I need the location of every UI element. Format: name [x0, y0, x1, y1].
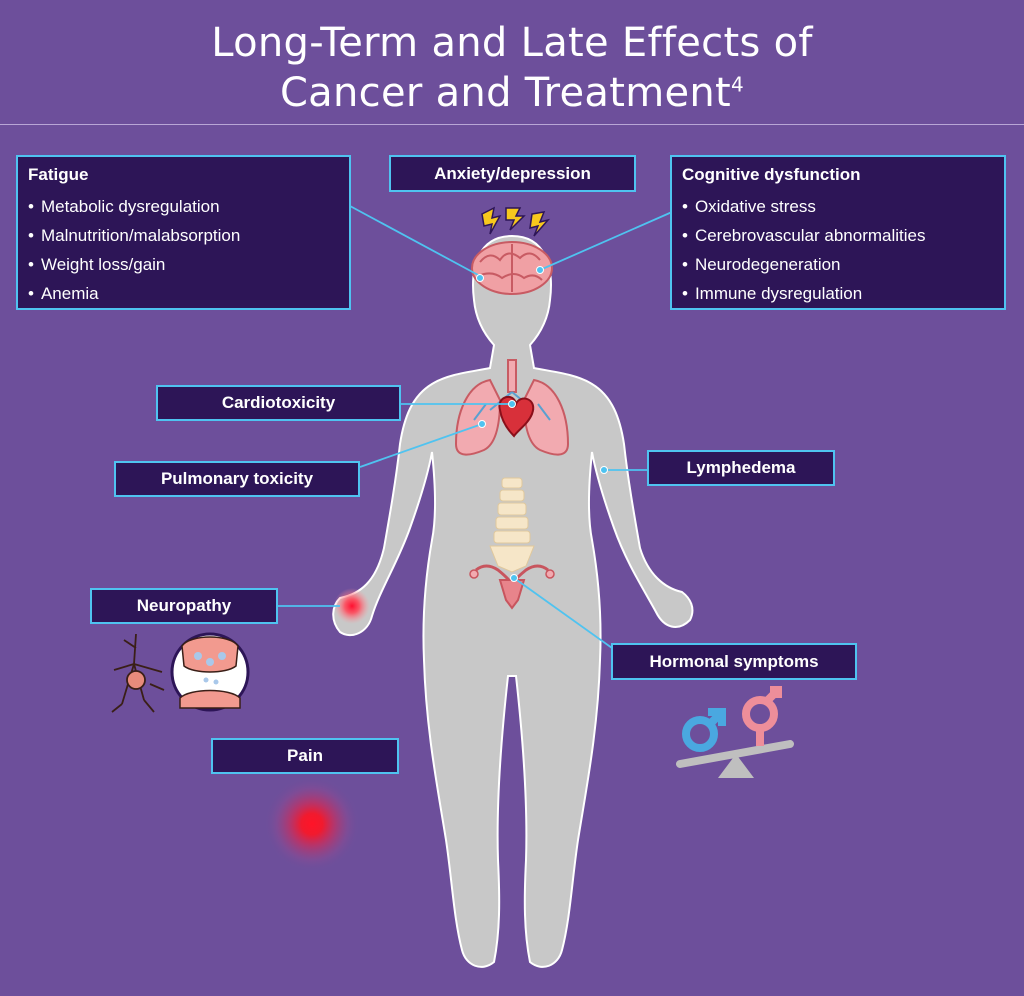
lymphedema-label: Lymphedema [686, 458, 796, 477]
neuropathy-box: Neuropathy [90, 588, 278, 624]
fatigue-item: Metabolic dysregulation [28, 192, 339, 221]
cognitive-heading: Cognitive dysfunction [682, 165, 861, 184]
title-line-2: Cancer and Treatment4 [0, 68, 1024, 118]
cognitive-item: Neurodegeneration [682, 250, 994, 279]
anxiety-label: Anxiety/depression [434, 164, 591, 183]
female-symbol-icon [742, 686, 782, 746]
male-symbol-icon [682, 708, 726, 752]
title-line-1: Long-Term and Late Effects of [211, 20, 813, 66]
pulmonary-box: Pulmonary toxicity [114, 461, 360, 497]
synapse-icon [170, 632, 250, 712]
pain-label: Pain [287, 746, 323, 765]
cognitive-item: Cerebrovascular abnormalities [682, 221, 994, 250]
fatigue-list: Metabolic dysregulation Malnutrition/mal… [28, 192, 339, 308]
cardiotoxicity-box: Cardiotoxicity [156, 385, 401, 421]
spine-icon [489, 477, 535, 573]
lightning-icon [481, 206, 551, 237]
neuropathy-label: Neuropathy [136, 596, 232, 615]
page-title: Long-Term and Late Effects of Cancer and… [0, 18, 1024, 118]
neuropathy-hand-glow [334, 588, 370, 624]
title-line-2-text: Cancer and Treatment [279, 70, 732, 116]
cognitive-item: Immune dysregulation [682, 279, 994, 308]
hormonal-label: Hormonal symptoms [649, 652, 819, 671]
cognitive-list: Oxidative stress Cerebrovascular abnorma… [682, 192, 994, 308]
connector-lines [276, 205, 673, 649]
cognitive-box: Cognitive dysfunction Oxidative stress C… [670, 155, 1006, 310]
heart-icon [498, 395, 535, 438]
brain-icon [471, 241, 553, 295]
hormonal-box: Hormonal symptoms [611, 643, 857, 680]
connector-dots [476, 266, 608, 582]
balance-scale-icon [676, 740, 794, 778]
title-reference: 4 [731, 72, 745, 97]
anxiety-box: Anxiety/depression [389, 155, 636, 192]
fatigue-item: Weight loss/gain [28, 250, 339, 279]
pain-box: Pain [211, 738, 399, 774]
cognitive-item: Oxidative stress [682, 192, 994, 221]
fatigue-item: Malnutrition/malabsorption [28, 221, 339, 250]
fatigue-item: Anemia [28, 279, 339, 308]
lymphedema-box: Lymphedema [647, 450, 835, 486]
cardiotoxicity-label: Cardiotoxicity [221, 393, 336, 412]
fatigue-heading: Fatigue [28, 165, 89, 184]
fatigue-box: Fatigue Metabolic dysregulation Malnutri… [16, 155, 351, 310]
neuron-icon [111, 633, 165, 713]
title-divider [0, 124, 1024, 125]
uterus-icon [469, 564, 555, 610]
pulmonary-label: Pulmonary toxicity [160, 469, 314, 488]
pain-glow-icon [264, 776, 360, 872]
